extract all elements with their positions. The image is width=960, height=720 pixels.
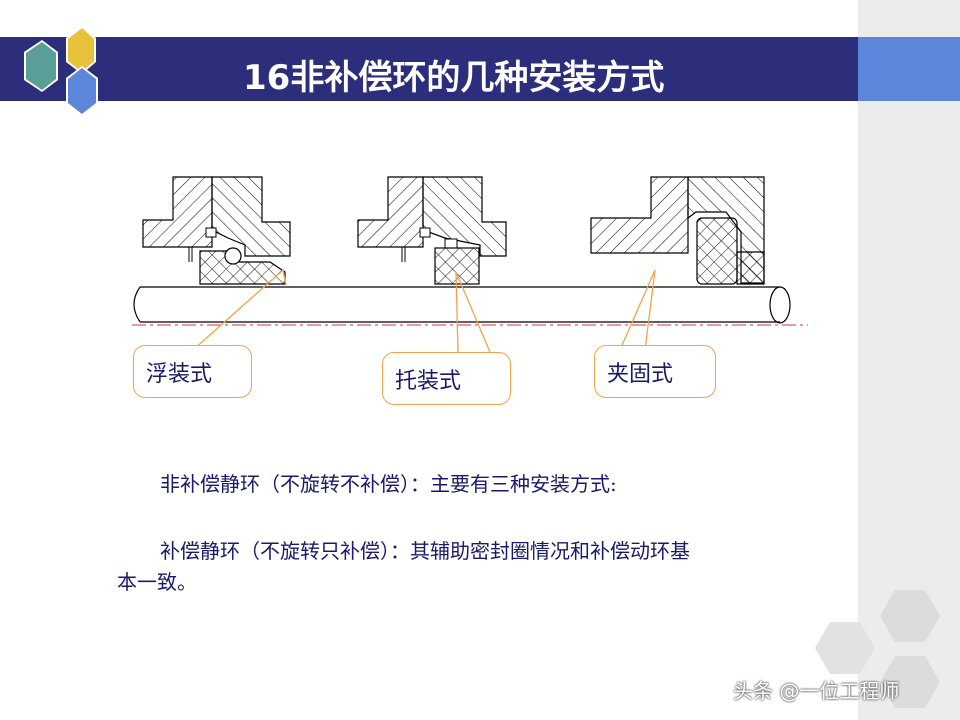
title-bar	[0, 37, 858, 101]
seal-assembly-float	[142, 176, 291, 285]
callout-clamp: 夹固式	[594, 345, 716, 398]
page-title: 16非补偿环的几种安装方式	[243, 58, 665, 98]
hexagon-logo-icon	[24, 26, 98, 116]
callout-support: 托装式	[382, 352, 511, 405]
callout-support-label: 托装式	[395, 369, 462, 394]
body-line-2: 补偿静环（不旋转只补偿）：其辅助密封圈情况和补偿动环基	[160, 539, 690, 563]
body-line-1: 非补偿静环（不旋转不补偿）：主要有三种安装方式:	[160, 472, 617, 496]
seal-assembly-support	[357, 176, 507, 285]
body-line-3: 本一致。	[117, 570, 197, 594]
callout-float: 浮装式	[133, 345, 252, 398]
seal-installation-diagram	[132, 176, 808, 353]
shaft	[132, 286, 808, 326]
callout-float-label: 浮装式	[146, 362, 213, 387]
seal-assembly-clamp	[590, 176, 765, 285]
watermark-text: 头条 @一位工程师	[733, 679, 900, 703]
callout-clamp-label: 夹固式	[607, 362, 674, 387]
background-hexagons-icon	[815, 590, 940, 708]
title-bar-accent	[858, 37, 960, 101]
callout-leaders	[192, 268, 656, 353]
